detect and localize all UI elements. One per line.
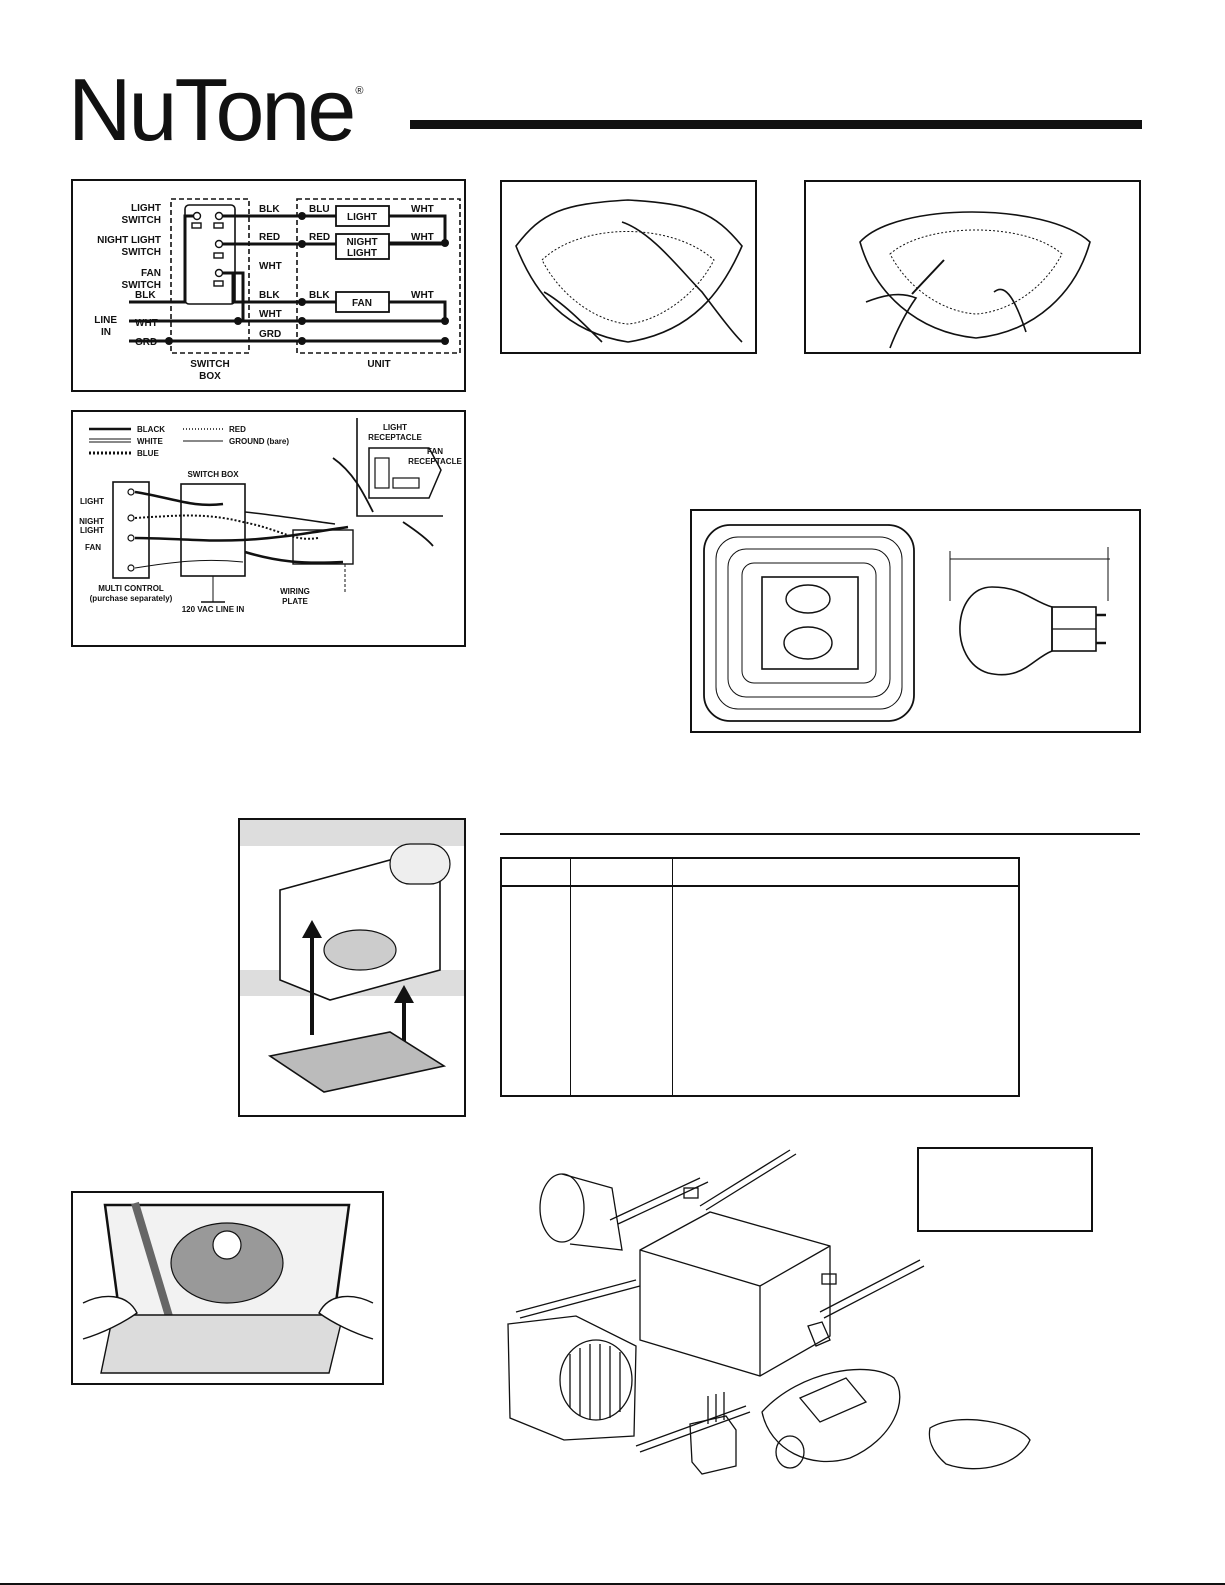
wire-red-unit: RED: [309, 232, 330, 243]
light-receptacle-1: LIGHT: [383, 423, 407, 432]
parts-table-header: [501, 858, 1019, 887]
header-rule: [410, 120, 1142, 129]
grille-screwdriver-illustration: [804, 180, 1141, 354]
section-rule: [500, 833, 1140, 835]
parts-col-2: [570, 858, 673, 887]
section-unit: UNIT: [367, 359, 390, 370]
label-light-switch-1: LIGHT: [131, 203, 161, 214]
wire-blk-light: BLK: [259, 204, 280, 215]
wire-blk-fan: BLK: [259, 290, 280, 301]
wire-wht-light: WHT: [411, 204, 434, 215]
light-receptacle-2: RECEPTACLE: [368, 433, 422, 442]
parts-col-1: [501, 858, 571, 887]
multi-control-2: (purchase separately): [90, 594, 173, 603]
housing-install-illustration: [238, 818, 466, 1117]
legend-blue: BLUE: [137, 449, 159, 458]
control-night-2: LIGHT: [80, 526, 104, 535]
wire-grd-unit: GRD: [259, 329, 281, 340]
wire-wht-fan: WHT: [411, 290, 434, 301]
table-row: [501, 886, 1019, 1096]
legend-red: RED: [229, 425, 246, 434]
grille-bulbs-icon: [703, 524, 915, 722]
wire-wht-line: WHT: [135, 318, 158, 329]
control-fan: FAN: [85, 543, 101, 552]
wire-wht-switch: WHT: [259, 261, 282, 272]
label-fan-switch-1: FAN: [141, 268, 161, 279]
wiring-pictorial: BLACK WHITE BLUE RED GROUND (bare) LIGHT…: [71, 410, 466, 647]
grille-removal-illustration: [500, 180, 757, 354]
hands-grille-icon: [515, 199, 743, 343]
label-line-in-1: LINE: [94, 315, 117, 326]
brand-logo: NuTone®: [68, 60, 364, 159]
grille-attach-illustration: [71, 1191, 384, 1385]
fan-receptacle-1: FAN: [427, 447, 443, 456]
grille-attach-icon: [82, 1201, 374, 1374]
bulb-illustration: [690, 509, 1141, 733]
wire-wht-neutral: WHT: [259, 309, 282, 320]
load-night-light-1: NIGHT: [346, 237, 377, 248]
label-night-light-switch-1: NIGHT LIGHT: [97, 235, 161, 246]
multi-control-1: MULTI CONTROL: [98, 584, 164, 593]
wire-blu-unit: BLU: [309, 204, 330, 215]
wire-blk-unit: BLK: [309, 290, 330, 301]
wiring-plate-2: PLATE: [282, 597, 308, 606]
wire-wht-night: WHT: [411, 232, 434, 243]
wiring-plate-1: WIRING: [280, 587, 310, 596]
wire-red-night: RED: [259, 232, 280, 243]
load-fan: FAN: [352, 298, 372, 309]
line-in-label: 120 VAC LINE IN: [182, 605, 245, 614]
label-night-light-switch-2: SWITCH: [122, 247, 161, 258]
wire-grd-line: GRD: [135, 337, 157, 348]
gu24-bulb-icon: [949, 547, 1110, 676]
load-night-light-2: LIGHT: [347, 248, 377, 259]
control-light: LIGHT: [80, 497, 104, 506]
section-switch-box-1: SWITCH: [190, 359, 229, 370]
legend-ground: GROUND (bare): [229, 437, 289, 446]
legend-black: BLACK: [137, 425, 165, 434]
wire-blk-line: BLK: [135, 290, 156, 301]
label-light-switch-2: SWITCH: [122, 215, 161, 226]
housing-ceiling-icon: [240, 820, 464, 1093]
load-light: LIGHT: [347, 212, 377, 223]
note-box: [917, 1147, 1093, 1232]
screwdriver-grille-icon: [859, 211, 1091, 349]
parts-table: [500, 857, 1020, 1097]
wiring-schematic: LIGHT SWITCH NIGHT LIGHT SWITCH FAN SWIT…: [71, 179, 466, 392]
exploded-view: [500, 1140, 1040, 1485]
label-line-in-2: IN: [101, 327, 111, 338]
bottom-rule: [0, 1583, 1225, 1585]
section-switch-box-2: BOX: [199, 371, 221, 382]
switch-box-label: SWITCH BOX: [187, 470, 239, 479]
label-fan-switch-2: SWITCH: [122, 280, 161, 291]
parts-col-3: [672, 858, 1019, 887]
exploded-parts-icon: [507, 1149, 1031, 1475]
fan-receptacle-2: RECEPTACLE: [408, 457, 462, 466]
control-night-1: NIGHT: [79, 517, 104, 526]
legend-white: WHITE: [137, 437, 163, 446]
